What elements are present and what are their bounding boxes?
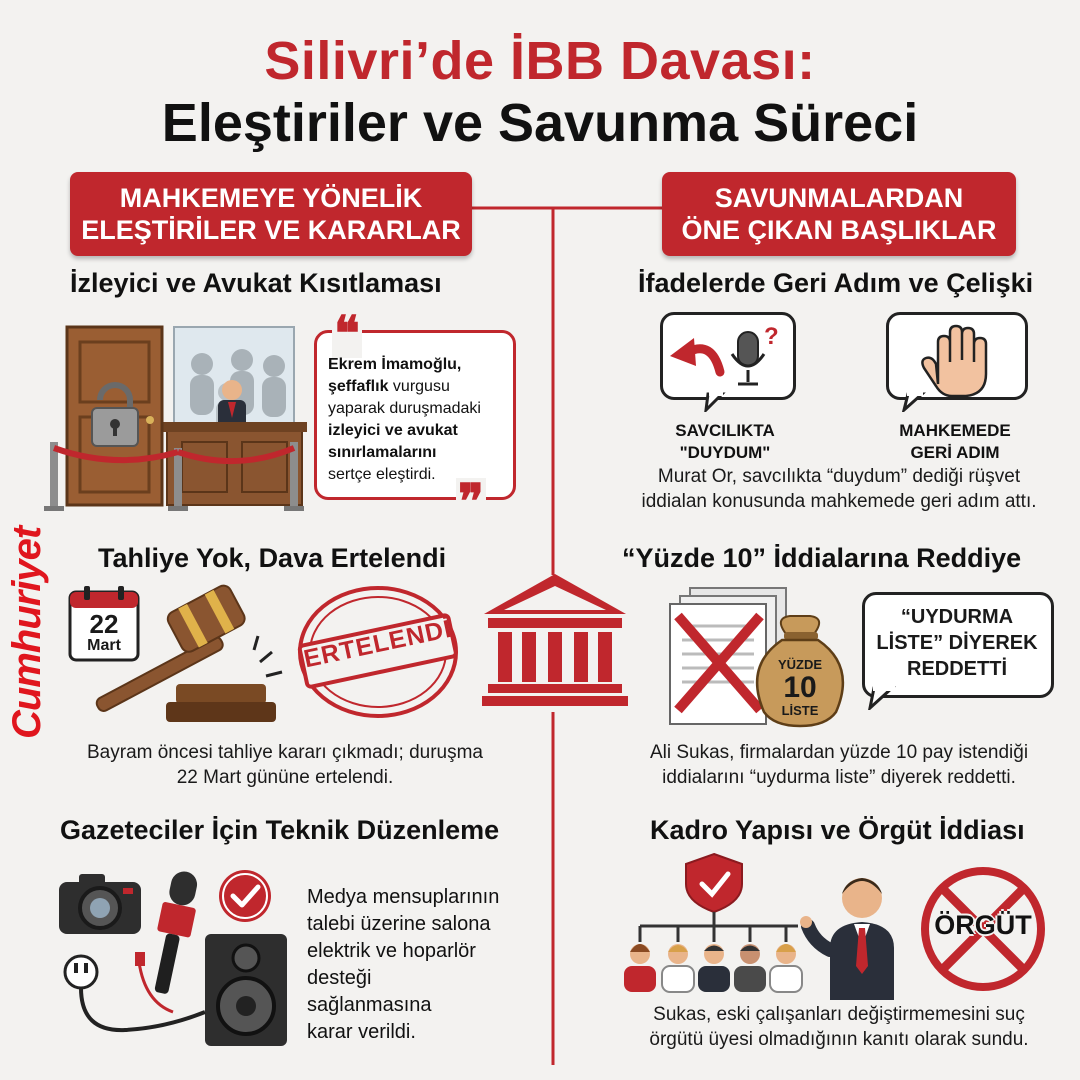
label-court-step-back: MAHKEMEDE GERİ ADIM	[880, 420, 1030, 464]
calendar-day: 22	[89, 609, 119, 639]
right-s1-caption: Murat Or, savcılıkta “duydum” dediği rüş…	[598, 464, 1080, 514]
brand-logo: Cumhuriyet	[5, 526, 49, 739]
right-s1-caption-line1: Murat Or, savcılıkta “duydum” dediği rüş…	[657, 466, 1021, 487]
right-s2-caption-line2: iddialarını “uydurma liste” diyerek redd…	[662, 767, 1016, 788]
bubble-line1: “UYDURMA	[900, 606, 1014, 628]
right-s3-title: Kadro Yapısı ve Örgüt İddiası	[650, 815, 1025, 845]
rejection-bubble	[862, 592, 1054, 698]
no-organization-text: ÖRGÜT	[934, 910, 1032, 940]
quote-text: Ekrem İmamoğlu, şeffaflık vurgusu yapara…	[328, 354, 504, 486]
bubble-line3: REDDETTİ	[907, 658, 1007, 680]
left-s2-caption: Bayram öncesi tahliye kararı çıkmadı; du…	[40, 740, 530, 790]
right-s3-caption-line2: örgütü üyesi olmadığının kanıtı olarak s…	[649, 1029, 1029, 1050]
label-prosecutor-heard: SAVCILIKTA "DUYDUM"	[652, 420, 798, 464]
bag-label-top: YÜZDE	[777, 657, 823, 672]
reverse-arrow-microphone-icon: ?	[670, 323, 779, 412]
label2-line2: GERİ ADIM	[910, 443, 1000, 462]
left-s3-line2: talebi üzerine salona	[307, 913, 491, 935]
label1-line2: "DUYDUM"	[679, 443, 771, 462]
right-section-banner: SAVUNMALARDAN ÖNE ÇIKAN BAŞLIKLAR	[662, 172, 1016, 256]
left-s2-caption-line2: 22 Mart gününe ertelendi.	[176, 767, 394, 788]
quote-line5: sınırlamalarını	[328, 444, 437, 461]
right-banner-line2: ÖNE ÇIKAN BAŞLIKLAR	[681, 215, 997, 245]
left-s2-caption-line1: Bayram öncesi tahliye kararı çıkmadı; du…	[87, 742, 483, 763]
quote-bubble	[314, 330, 516, 500]
rejected-documents-moneybag-icon	[669, 587, 845, 728]
left-s3-line3: elektrik ve hoparlör	[307, 940, 476, 962]
media-equipment-icon	[59, 870, 287, 1046]
quote-line4: izleyici ve avukat	[328, 422, 458, 439]
left-s2-title: Tahliye Yok, Dava Ertelendi	[98, 543, 447, 573]
org-chart-staff-icon	[624, 852, 894, 1000]
bubble-line2: LİSTE” DİYEREK	[876, 632, 1038, 654]
left-s3-line6: karar verildi.	[307, 1021, 416, 1043]
bag-label-bottom: LİSTE	[781, 703, 819, 718]
left-banner-line2: ELEŞTİRİLER VE KARARLAR	[81, 215, 461, 245]
right-s1-title: İfadelerde Geri Adım ve Çelişki	[638, 268, 1034, 298]
quote-line1: Ekrem İmamoğlu,	[328, 356, 462, 373]
left-s3-line5: sağlanmasına	[307, 994, 432, 1016]
left-s3-title: Gazeteciler İçin Teknik Düzenleme	[60, 815, 500, 845]
stop-hand-icon	[901, 324, 988, 412]
left-section-banner: MAHKEMEYE YÖNELİK ELEŞTİRİLER VE KARARLA…	[70, 172, 472, 256]
rejection-bubble-tail	[868, 682, 896, 710]
label1-line1: SAVCILIKTA	[675, 421, 775, 440]
right-s3-caption-line1: Sukas, eski çalışanları değiştirmemesini…	[653, 1004, 1025, 1025]
right-s1-caption-line2: iddialan konusunda mahkemede geri adım a…	[641, 491, 1037, 512]
quote-line2-bold: şeffaflık	[328, 378, 389, 395]
locked-door-courtroom-icon	[44, 325, 307, 511]
quote-line2-rest: vurgusu	[388, 378, 450, 395]
svg-text:?: ?	[764, 323, 779, 350]
calendar-icon	[68, 586, 140, 662]
label2-line1: MAHKEMEDE	[899, 421, 1011, 440]
rejection-bubble-text: “UYDURMA LİSTE” DİYEREK REDDETTİ	[866, 604, 1048, 682]
right-banner-line1: SAVUNMALARDAN	[714, 183, 964, 213]
page-title-line1: Silivri’de İBB Davası:	[264, 31, 816, 91]
right-s2-caption: Ali Sukas, firmalardan yüzde 10 pay iste…	[598, 740, 1080, 790]
calendar-month: Mart	[87, 637, 121, 654]
left-s3-text: Medya mensuplarının talebi üzerine salon…	[307, 884, 527, 1046]
close-quote-icon: ❞	[456, 474, 486, 530]
left-banner-line1: MAHKEMEYE YÖNELİK	[119, 183, 423, 213]
right-s2-caption-line1: Ali Sukas, firmalardan yüzde 10 pay iste…	[649, 742, 1029, 763]
open-quote-icon: ❝	[332, 306, 362, 362]
left-s3-line4: desteği	[307, 967, 372, 989]
postponed-stamp-icon	[297, 586, 458, 718]
no-organization-sign-icon	[921, 867, 1045, 991]
quote-line3: yaparak duruşmadaki	[328, 400, 481, 417]
courthouse-icon	[482, 574, 628, 706]
quote-line6: sertçe eleştirdi.	[328, 466, 436, 483]
bag-label-number: 10	[783, 671, 817, 704]
page-title-line2: Eleştiriler ve Savunma Süreci	[161, 93, 919, 153]
right-s3-caption: Sukas, eski çalışanları değiştirmemesini…	[598, 1002, 1080, 1052]
gavel-icon	[95, 584, 283, 722]
left-s3-line1: Medya mensuplarının	[307, 886, 500, 908]
right-s2-title: “Yüzde 10” İddialarına Reddiye	[622, 543, 1022, 573]
left-s1-title: İzleyici ve Avukat Kısıtlaması	[70, 268, 442, 298]
